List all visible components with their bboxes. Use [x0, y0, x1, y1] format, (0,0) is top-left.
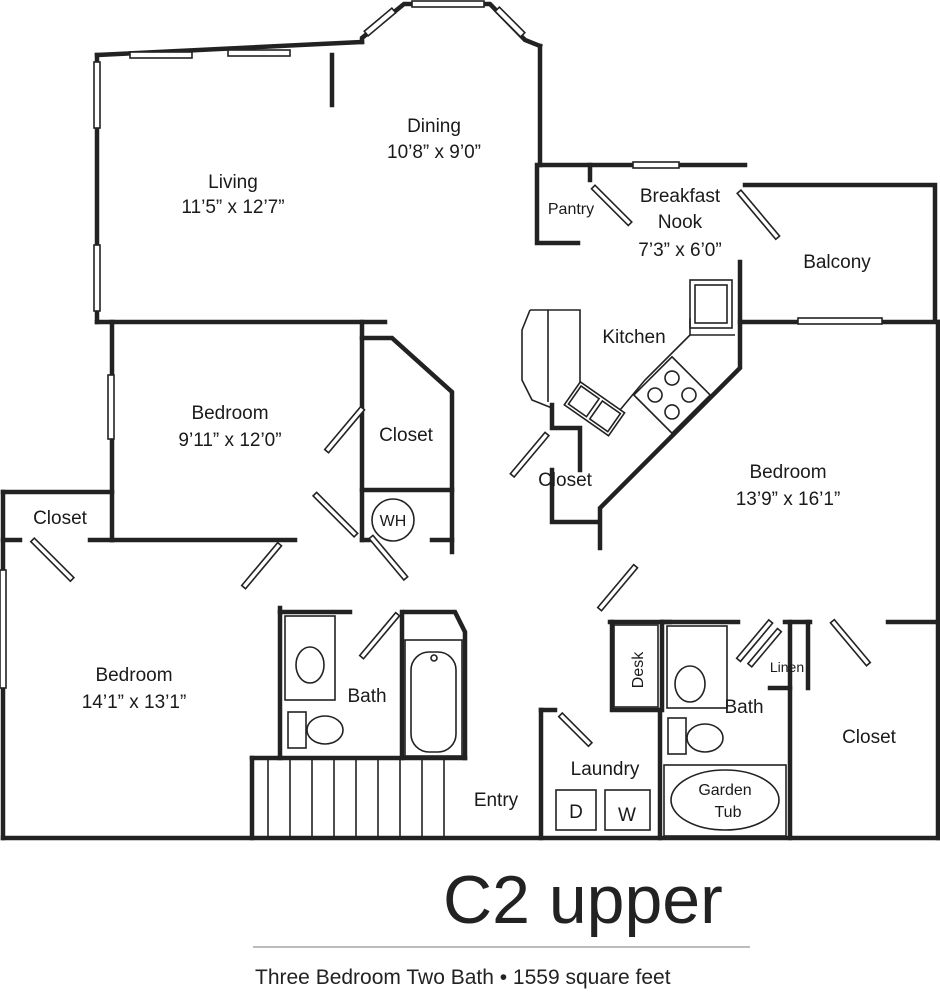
closet-3-label: Closet	[33, 508, 88, 529]
title-divider	[253, 946, 750, 948]
closet-master-label: Closet	[842, 727, 897, 748]
breakfast-nook-label-2: Nook	[658, 212, 703, 233]
bedroom-master-dims: 13’9” x 16’1”	[736, 489, 841, 510]
bedroom-master-label: Bedroom	[749, 462, 826, 483]
garden-tub-label-2: Tub	[715, 804, 742, 821]
water-heater-label: WH	[380, 513, 407, 530]
plan-subtitle: Three Bedroom Two Bath • 1559 square fee…	[255, 966, 671, 989]
living-label: Living	[208, 172, 258, 193]
floor-plan: Living 11’5” x 12’7” Dining 10’8” x 9’0”…	[0, 0, 940, 841]
laundry-label: Laundry	[571, 759, 640, 780]
bath-1-label: Bath	[347, 686, 386, 707]
windows	[0, 0, 883, 689]
pantry-label: Pantry	[548, 201, 594, 218]
desk-label: Desk	[630, 651, 647, 688]
dining-dims: 10’8” x 9’0”	[387, 142, 481, 163]
breakfast-nook-label-1: Breakfast	[640, 186, 721, 207]
bedroom-2-dims: 9’11” x 12’0”	[178, 430, 281, 451]
bath-2-label: Bath	[724, 697, 763, 718]
closet-2-label: Closet	[379, 425, 434, 446]
balcony-label: Balcony	[803, 252, 871, 273]
dryer-label: D	[569, 802, 583, 823]
living-dims: 11’5” x 12’7”	[181, 197, 284, 218]
doors	[29, 184, 872, 748]
breakfast-nook-dims: 7’3” x 6’0”	[638, 240, 721, 261]
plan-title: C2 upper	[443, 862, 723, 938]
dining-label: Dining	[407, 116, 461, 137]
closet-kitchen-label: Closet	[538, 470, 593, 491]
linen-label: Linen	[770, 659, 804, 675]
kitchen-label: Kitchen	[602, 327, 665, 348]
bedroom-2-label: Bedroom	[191, 403, 268, 424]
bedroom-3-dims: 14’1” x 13’1”	[82, 692, 187, 713]
entry-label: Entry	[474, 790, 519, 811]
room-labels: Living 11’5” x 12’7” Dining 10’8” x 9’0”…	[33, 116, 897, 826]
washer-label: W	[618, 805, 636, 826]
garden-tub-label-1: Garden	[698, 782, 751, 799]
fixtures	[267, 279, 787, 838]
stairs	[267, 758, 445, 838]
bedroom-3-label: Bedroom	[95, 665, 172, 686]
